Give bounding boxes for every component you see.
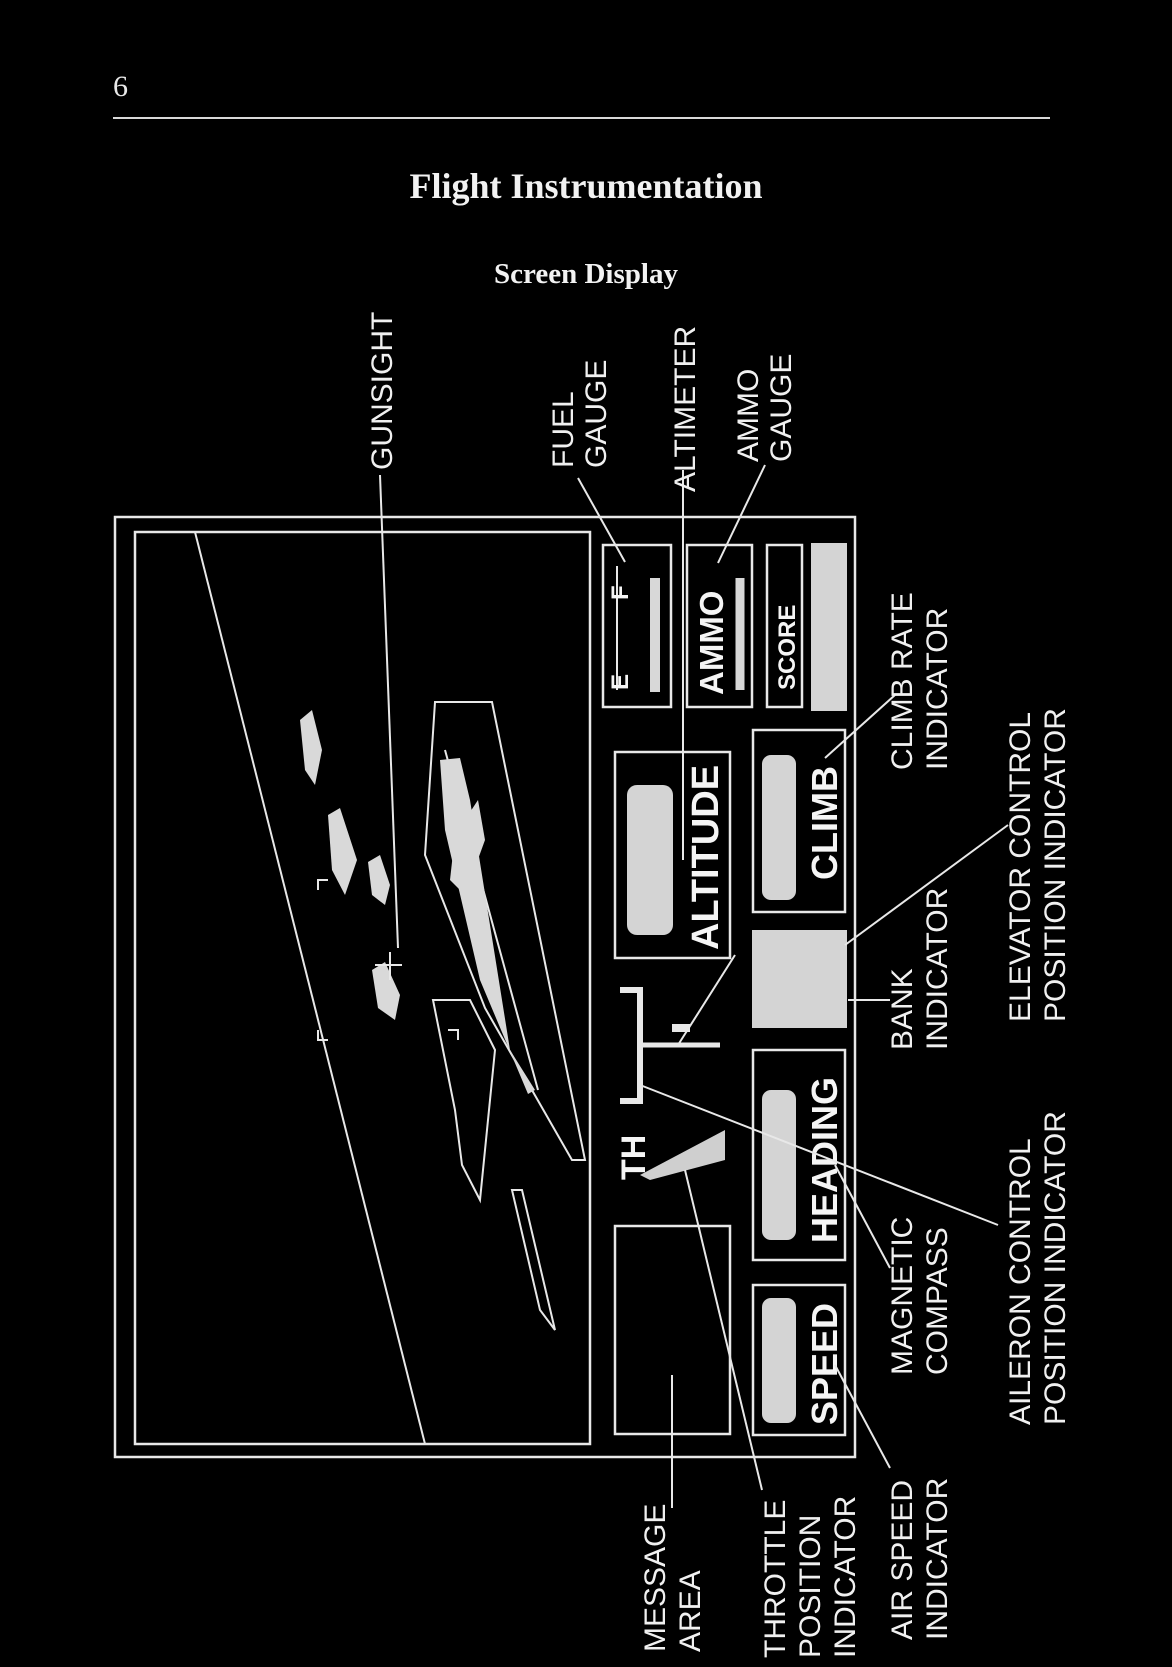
climb-readout xyxy=(762,755,796,900)
svg-text:FUEL: FUEL xyxy=(547,391,580,468)
svg-text:GAUGE: GAUGE xyxy=(765,354,798,462)
svg-text:AMMO: AMMO xyxy=(732,369,765,462)
air-speed-indicator: SPEED xyxy=(751,1283,847,1437)
air-speed-callout: AIR SPEED INDICATOR xyxy=(886,1478,954,1640)
heading-readout xyxy=(762,1090,796,1240)
carrier-deck xyxy=(423,701,587,1161)
svg-text:POSITION: POSITION xyxy=(794,1515,827,1658)
altitude-readout xyxy=(627,785,673,935)
svg-text:AIR SPEED: AIR SPEED xyxy=(886,1480,919,1640)
page-number: 6 xyxy=(113,70,128,103)
climb-rate-indicator: CLIMB xyxy=(751,728,847,914)
control-position-indicator xyxy=(620,987,720,1104)
score-value-box xyxy=(811,543,847,711)
altitude-label: ALTITUDE xyxy=(685,765,727,950)
enemy-plane xyxy=(300,710,322,785)
svg-text:AILERON CONTROL: AILERON CONTROL xyxy=(1004,1138,1037,1425)
carrier-island xyxy=(450,800,485,895)
svg-text:INDICATOR: INDICATOR xyxy=(921,1478,954,1640)
svg-text:ELEVATOR CONTROL: ELEVATOR CONTROL xyxy=(1004,712,1037,1022)
deck-runway-markings xyxy=(440,758,535,1094)
aileron-callout: AILERON CONTROL POSITION INDICATOR xyxy=(1004,1111,1072,1425)
header-rule xyxy=(113,117,1050,119)
gunsight-callout: GUNSIGHT xyxy=(366,312,399,470)
score-display: SCORE xyxy=(765,543,847,711)
message-area-callout: MESSAGE AREA xyxy=(639,1504,707,1652)
svg-text:MESSAGE: MESSAGE xyxy=(639,1504,672,1652)
throttle-indicator: TH xyxy=(615,1130,725,1180)
cockpit-view xyxy=(133,530,592,1446)
svg-text:POSITION INDICATOR: POSITION INDICATOR xyxy=(1039,1111,1072,1425)
bank-indicator xyxy=(752,930,847,1028)
climb-label: CLIMB xyxy=(804,766,845,880)
svg-text:INDICATOR: INDICATOR xyxy=(921,608,954,770)
heading-label: HEADING xyxy=(804,1077,845,1243)
sea-shape xyxy=(510,1189,556,1331)
climb-rate-callout: CLIMB RATE INDICATOR xyxy=(886,592,954,770)
altimeter-callout: ALTIMETER xyxy=(669,326,702,492)
svg-text:BANK: BANK xyxy=(886,968,919,1050)
fuel-full-label: F xyxy=(607,585,634,600)
ammo-label: AMMO xyxy=(693,591,730,695)
island-outline xyxy=(431,999,497,1204)
fuel-empty-label: E xyxy=(607,674,634,690)
svg-text:POSITION INDICATOR: POSITION INDICATOR xyxy=(1039,708,1072,1022)
gunsight xyxy=(317,879,459,1041)
fuel-gauge: F E xyxy=(601,543,673,709)
enemy-plane xyxy=(372,962,400,1020)
callout-lines xyxy=(379,464,1009,1508)
svg-text:AREA: AREA xyxy=(674,1570,707,1652)
ammo-gauge-callout: AMMO GAUGE xyxy=(732,354,798,462)
throttle-position-callout: THROTTLE POSITION INDICATOR xyxy=(759,1496,862,1658)
enemy-plane xyxy=(368,855,390,905)
diagram-subtitle: Screen Display xyxy=(494,258,678,290)
svg-text:INDICATOR: INDICATOR xyxy=(829,1496,862,1658)
svg-text:INDICATOR: INDICATOR xyxy=(921,888,954,1050)
altimeter: ALTITUDE xyxy=(613,750,732,960)
enemy-plane xyxy=(328,808,357,895)
svg-text:MAGNETIC: MAGNETIC xyxy=(886,1217,919,1375)
svg-text:THROTTLE: THROTTLE xyxy=(759,1500,792,1658)
screen-frame xyxy=(113,515,857,1459)
svg-text:GAUGE: GAUGE xyxy=(580,360,613,468)
fuel-gauge-callout: FUEL GAUGE xyxy=(547,360,613,468)
ammo-gauge: AMMO xyxy=(685,543,754,709)
bank-callout: BANK INDICATOR xyxy=(886,888,954,1050)
score-label: SCORE xyxy=(774,605,801,690)
magnetic-compass-callout: MAGNETIC COMPASS xyxy=(886,1217,954,1375)
svg-text:COMPASS: COMPASS xyxy=(921,1227,954,1375)
page-title: Flight Instrumentation xyxy=(409,166,763,206)
throttle-label: TH xyxy=(615,1135,653,1180)
magnetic-compass: HEADING xyxy=(751,1048,847,1262)
speed-label: SPEED xyxy=(804,1303,845,1425)
speed-readout xyxy=(762,1298,796,1423)
svg-text:CLIMB RATE: CLIMB RATE xyxy=(886,592,919,770)
elevator-callout: ELEVATOR CONTROL POSITION INDICATOR xyxy=(1004,708,1072,1022)
view-window xyxy=(133,530,592,1446)
horizon-line xyxy=(194,531,426,1445)
